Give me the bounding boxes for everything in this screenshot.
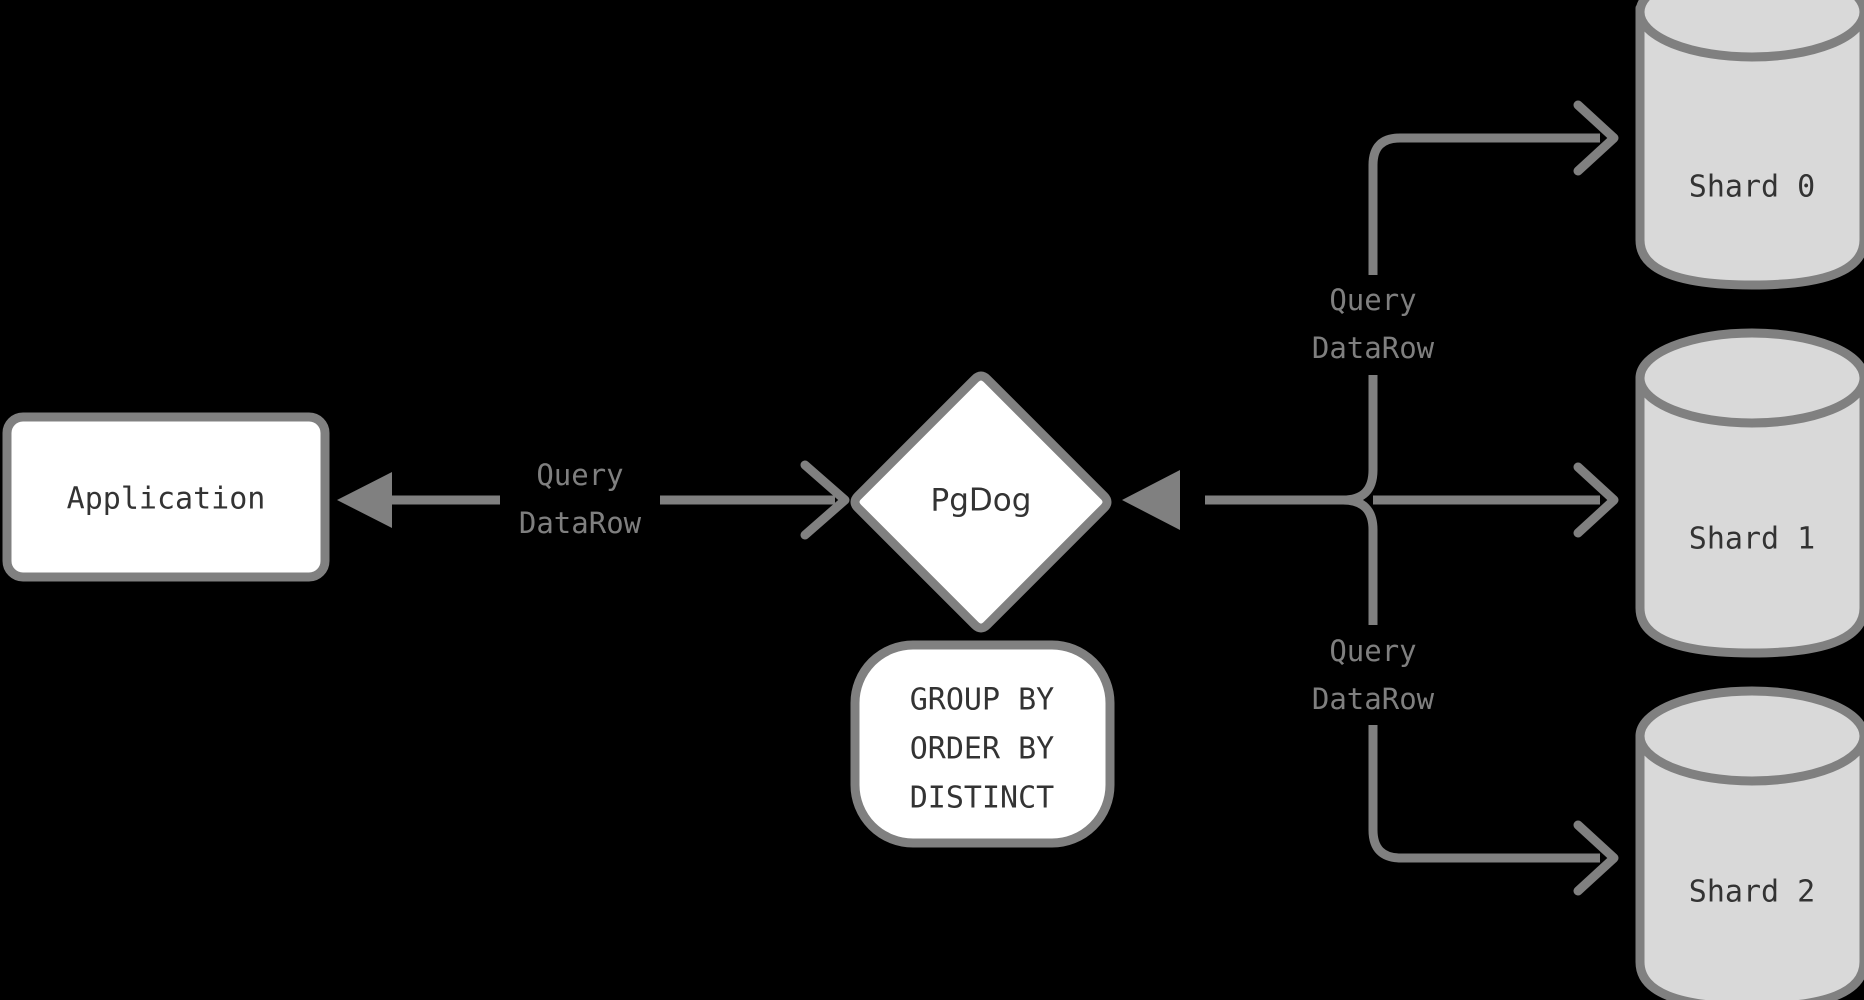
arrowhead-chevron-pgdog <box>800 460 850 540</box>
shard-1-label: Shard 1 <box>1689 522 1815 557</box>
operations-line-1: ORDER BY <box>910 732 1055 767</box>
operations-box[interactable] <box>850 640 1115 848</box>
edge-label-lower-right: Query DataRow <box>1312 634 1435 716</box>
pgdog-label: PgDog <box>931 483 1032 519</box>
edge-label-center: Query DataRow <box>519 458 642 540</box>
node-pgdog[interactable]: PgDog <box>850 371 1112 633</box>
shard-0-body[interactable] <box>1635 3 1864 290</box>
edge-label-upper-right: Query DataRow <box>1312 283 1435 365</box>
pgdog-diamond[interactable] <box>850 371 1112 633</box>
edge-line-spine-upper <box>1342 375 1378 505</box>
edge-line-spine-lower <box>1342 495 1378 625</box>
arrowhead-solid-left <box>337 472 392 528</box>
shard-2-body[interactable] <box>1635 731 1864 1000</box>
edge-line-shard0 <box>1368 133 1600 275</box>
arrowhead-chevron-shard1 <box>1573 462 1619 538</box>
shard-0-label: Shard 0 <box>1689 170 1815 205</box>
node-shard-1[interactable]: Shard 1 <box>1635 328 1864 658</box>
arrowhead-chevron-shard2 <box>1573 820 1619 896</box>
shard-1-body[interactable] <box>1635 373 1864 658</box>
shard-2-top-ellipse <box>1635 686 1864 786</box>
shard-0-top-ellipse <box>1635 0 1864 62</box>
arrowhead-solid-pgdog <box>1122 470 1180 530</box>
operations-line-0: GROUP BY <box>910 683 1055 718</box>
application-label: Application <box>67 482 266 517</box>
edge-shard-trunk <box>1122 100 1619 896</box>
node-shard-2[interactable]: Shard 2 <box>1635 686 1864 1000</box>
edge-line-shard2 <box>1368 725 1600 863</box>
node-operations[interactable]: GROUP BY ORDER BY DISTINCT <box>850 640 1115 848</box>
edge-pgdog-to-application <box>337 472 500 528</box>
arrowhead-chevron-shard0 <box>1573 100 1619 176</box>
application-box[interactable] <box>2 412 330 582</box>
shard-1-top-ellipse <box>1635 328 1864 428</box>
edge-application-to-pgdog <box>660 460 850 540</box>
edge-label-lower-line2: DataRow <box>1312 682 1435 716</box>
node-shard-0[interactable]: Shard 0 <box>1635 0 1864 290</box>
edge-label-center-line1: Query <box>536 458 623 492</box>
edge-label-lower-line1: Query <box>1329 634 1416 668</box>
node-application[interactable]: Application <box>2 412 330 582</box>
edge-label-center-line2: DataRow <box>519 506 642 540</box>
operations-line-2: DISTINCT <box>910 781 1055 816</box>
shard-2-label: Shard 2 <box>1689 875 1815 910</box>
edge-label-upper-line1: Query <box>1329 283 1416 317</box>
edge-label-upper-line2: DataRow <box>1312 331 1435 365</box>
